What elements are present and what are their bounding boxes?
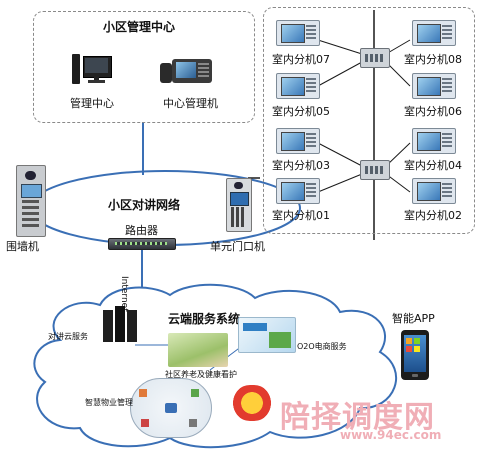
promo-badge-icon	[232, 385, 272, 421]
watermark-text: 陪择调度网	[280, 400, 435, 435]
smart-property-diagram	[130, 378, 212, 438]
wall-unit-icon	[16, 165, 46, 237]
indoor-unit-02-icon	[412, 178, 456, 204]
door-unit-icon	[226, 178, 252, 232]
o2o-label: O2O电商服务	[297, 342, 347, 351]
indoor-unit-03-label: 室内分机03	[272, 159, 330, 172]
watermark-url: www.94ec.com	[340, 428, 442, 442]
indoor-unit-06-label: 室内分机06	[404, 105, 462, 118]
smart-property-label: 智慧物业管理	[85, 398, 133, 407]
wall-unit-label: 围墙机	[6, 240, 39, 253]
intercom-cloud-label: 对讲云服务	[48, 332, 88, 341]
indoor-unit-04-label: 室内分机04	[404, 159, 462, 172]
indoor-unit-08-label: 室内分机08	[404, 53, 462, 66]
router-label: 路由器	[125, 224, 158, 237]
smartphone-icon[interactable]	[401, 330, 429, 380]
indoor-unit-08-icon	[412, 20, 456, 46]
indoor-unit-04-icon	[412, 128, 456, 154]
elderly-care-label: 社区养老及健康看护	[165, 370, 237, 379]
manager-console-icon	[160, 57, 212, 85]
indoor-unit-06-icon	[412, 73, 456, 99]
app-label: 智能APP	[392, 312, 435, 325]
elderly-care-photo	[168, 333, 228, 367]
indoor-unit-05-label: 室内分机05	[272, 105, 330, 118]
manager-console-label: 中心管理机	[163, 97, 218, 110]
o2o-photo	[238, 317, 296, 353]
indoor-unit-02-label: 室内分机02	[404, 209, 462, 222]
lower-switch-icon	[360, 160, 390, 180]
pc-icon	[72, 54, 112, 86]
network-title: 小区对讲网络	[108, 198, 181, 212]
indoor-unit-07-label: 室内分机07	[272, 53, 330, 66]
indoor-unit-01-icon	[276, 178, 320, 204]
management-center-label: 管理中心	[70, 97, 114, 110]
indoor-units-box	[263, 7, 475, 234]
upper-switch-icon	[360, 48, 390, 68]
management-center-title: 小区管理中心	[103, 20, 176, 34]
cloud-title: 云端服务系统	[168, 312, 241, 326]
indoor-unit-03-icon	[276, 128, 320, 154]
management-center-box	[33, 11, 255, 123]
indoor-unit-07-icon	[276, 20, 320, 46]
indoor-unit-05-icon	[276, 73, 320, 99]
servers-icon	[103, 306, 137, 342]
door-unit-label: 单元门口机	[210, 240, 265, 253]
indoor-unit-01-label: 室内分机01	[272, 209, 330, 222]
router-icon[interactable]	[108, 238, 176, 250]
